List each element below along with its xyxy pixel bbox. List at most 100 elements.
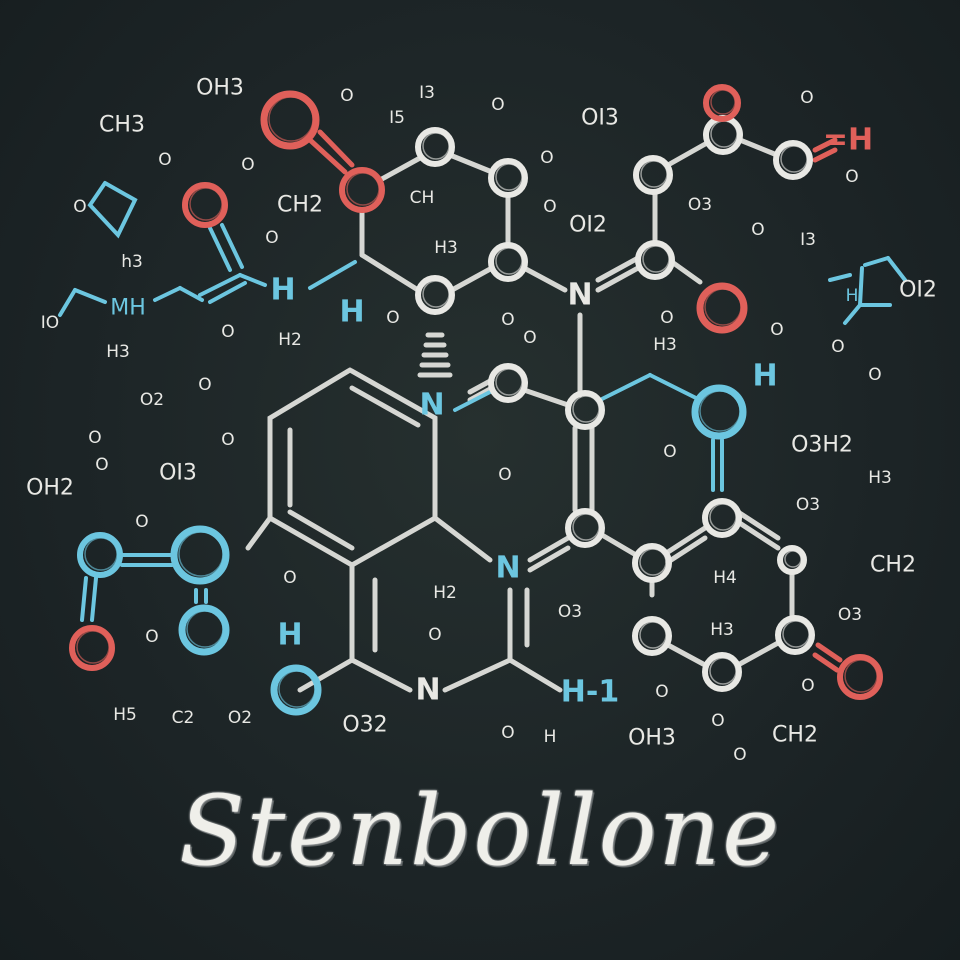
atom-o-blue [691,384,747,440]
formula-annotation: I3 [419,83,435,103]
atom-o-white [702,498,742,538]
formula-annotation: O [386,308,400,328]
formula-annotation: OI2 [899,277,937,303]
atom-ring-detail [844,659,878,693]
atom-ring-detail [709,503,737,531]
formula-annotation: H5 [113,705,137,725]
formula-annotation: O [501,723,515,743]
formula-annotation: H2 [278,330,302,350]
formula-annotation: CH3 [99,112,145,138]
formula-annotation: O3 [557,602,583,622]
element-label: H [339,294,365,330]
atom-ring-detail [278,670,316,708]
atom-ring-detail [710,120,738,148]
formula-annotation: C2 [171,708,195,728]
atom-o-white [777,545,807,575]
atom-o-red [339,167,385,213]
atom-ring-detail [572,513,600,541]
formula-annotation: O [73,197,87,217]
formula-annotation: O [221,322,235,342]
element-label: N [415,672,441,708]
atom-ring-detail [189,187,223,221]
element-label: MH [110,295,146,321]
formula-annotation: O2 [139,390,165,410]
formula-annotation: O [711,711,725,731]
formula-annotation: IO [40,313,60,333]
bonds-blue [58,181,907,622]
element-label: H [277,617,303,653]
atom-ring-detail [699,390,741,432]
formula-annotation: OH2 [26,475,74,501]
formula-annotation: O [660,308,674,328]
element-label: H-1 [560,674,620,710]
element-label: N [495,550,521,586]
atom-o-red [182,182,228,228]
formula-annotation: O3 [837,605,863,625]
formula-annotation: O [831,337,845,357]
formula-annotation: O3 [687,195,713,215]
atom-ring-detail [495,368,523,396]
atom-ring-detail [572,395,600,423]
formula-annotation: H3 [434,238,458,258]
atom-o-red [69,625,115,671]
formula-annotation: H3 [106,342,130,362]
formula-annotation: O [800,88,814,108]
atom-ring-detail [784,550,802,568]
formula-annotation: O [491,95,505,115]
formula-annotation: O3H2 [791,432,853,458]
atom-o-blue [270,664,322,716]
element-label: H [270,272,296,308]
formula-annotation: CH [409,188,435,208]
atom-ring-detail [782,620,810,648]
formula-annotation: O [655,682,669,702]
formula-annotation: h3 [121,252,143,272]
formula-annotation: O [88,428,102,448]
atom-ring-detail [709,657,737,685]
formula-annotation: O [523,328,537,348]
formula-annotation: O32 [342,712,388,738]
atom-o-blue [77,532,123,578]
atom-ring-detail [495,247,523,275]
formula-annotation: O [845,167,859,187]
atom-o-white [702,652,742,692]
atom-ring-detail [268,96,314,142]
atom-o-white [773,140,813,180]
atom-ring-detail [346,172,380,206]
formula-annotation: OH3 [196,75,244,101]
atom-ring-detail [178,531,224,577]
formula-annotation: O [540,148,554,168]
formula-annotation: O [868,365,882,385]
formula-annotation: CH2 [772,722,818,748]
element-label: N [419,387,445,423]
formula-annotation: H3 [653,335,677,355]
formula-annotation: O [145,627,159,647]
formula-annotation: O [428,625,442,645]
atom-o-red [703,84,741,122]
formula-annotation: O [801,676,815,696]
formula-annotation: H3 [868,468,892,488]
atom-o-blue [178,604,230,656]
atom-o-white [632,616,672,656]
formula-annotation: O [770,320,784,340]
formula-annotation: CH2 [870,552,916,578]
atom-o-red [260,90,320,150]
atom-ring-detail [639,548,667,576]
formula-annotation: OI3 [581,105,619,131]
formula-annotation: O [543,197,557,217]
formula-annotation: O [265,228,279,248]
atom-ring-detail [495,163,523,191]
atom-o-white [565,508,605,548]
element-label: N [567,277,593,313]
formula-annotation: O3 [795,495,821,515]
atom-o-white [488,158,528,198]
atom-o-blue [170,525,230,585]
atom-ring-detail [76,630,110,664]
atom-o-white [415,275,455,315]
formula-annotation: O2 [227,708,253,728]
atom-ring-detail [780,145,808,173]
bonds-white [245,137,795,693]
formula-annotation: H [543,727,557,747]
atom-o-white [488,242,528,282]
formula-annotation: I3 [800,230,816,250]
